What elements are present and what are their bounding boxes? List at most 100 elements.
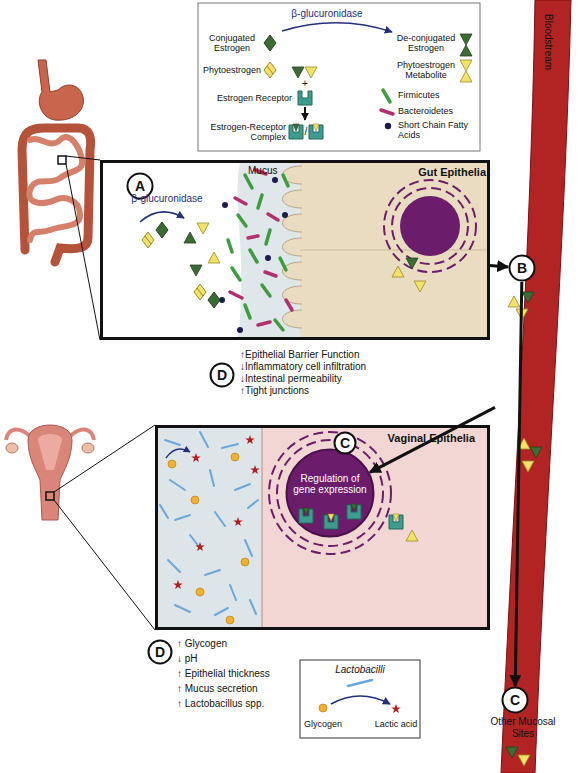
nucleus: Regulation of gene expression xyxy=(285,448,375,538)
vaginal-tissue xyxy=(196,588,204,596)
lactobacilli-key xyxy=(300,660,420,738)
estrogen-molecules xyxy=(389,514,403,529)
vaginal-tissue xyxy=(230,585,236,600)
uterus-drawing xyxy=(28,425,72,520)
vaginal-tissue xyxy=(245,435,255,444)
uterus-drawing xyxy=(54,425,155,492)
legend-box xyxy=(383,90,390,102)
uterus-drawing xyxy=(6,443,18,453)
vaginal-tissue xyxy=(173,580,183,589)
callout-letter: A xyxy=(135,178,145,194)
vaginal-tissue xyxy=(160,505,168,518)
effect-item: ↑ Epithelial thickness xyxy=(177,668,299,680)
gut-tissue xyxy=(250,250,257,262)
callout-letter: C xyxy=(510,692,520,708)
effect-item: ↓ pH xyxy=(177,653,299,665)
legend-box xyxy=(460,45,472,56)
gut-tissue xyxy=(184,232,196,243)
vaginal-tissue xyxy=(250,600,256,614)
vaginal-panel: Vaginal EpitheliaCRegulation of gene exp… xyxy=(155,425,490,630)
gut-tissue xyxy=(283,166,303,328)
lactobacilli-key xyxy=(348,680,372,686)
vaginal-tissue xyxy=(158,428,262,627)
gut-tissue xyxy=(140,212,184,222)
callout-circle: D xyxy=(209,362,235,388)
vaginal-tissue xyxy=(191,453,201,462)
uterus-drawing xyxy=(54,500,155,630)
vaginal-tissue xyxy=(195,542,205,551)
legend-text: Phytoestrogen Metabolite xyxy=(394,60,458,81)
gut-tissue xyxy=(228,240,232,252)
estrogen-molecules xyxy=(406,530,418,541)
legend-text: De-conjugated Estrogen xyxy=(394,33,458,54)
gut-tissue xyxy=(282,212,288,218)
vaginal-tissue xyxy=(269,432,391,554)
callout-circle-shape xyxy=(335,433,356,454)
gut-tissue xyxy=(228,175,288,330)
callout-letter: B xyxy=(517,260,527,276)
vaginal-tissue xyxy=(165,440,180,445)
vaginal-tissue xyxy=(250,465,260,474)
bloodstream-band-outline xyxy=(495,0,575,773)
callout-circle: C xyxy=(333,431,357,455)
gut-tissue xyxy=(384,180,476,272)
gut-tissue xyxy=(230,292,242,298)
vaginal-tissue xyxy=(191,496,199,504)
effect-item: ↑Epithelial Barrier Function xyxy=(240,349,410,361)
gut-tissue xyxy=(232,268,240,280)
callout-circle: D xyxy=(147,639,173,665)
legend-text: Bacteroidetes xyxy=(398,106,474,116)
flow-arrow xyxy=(490,266,508,267)
vaginal-tissue xyxy=(261,428,263,627)
gut-tissue xyxy=(283,175,288,186)
gut-tissue xyxy=(392,266,404,277)
gut-tissue xyxy=(265,255,271,261)
legend-text: Conjugated Estrogen xyxy=(203,33,261,54)
vaginal-tissue xyxy=(168,560,180,572)
intestine-drawing xyxy=(66,156,100,160)
enzyme-label: β-glucuronidase xyxy=(122,193,212,205)
gut-tissue xyxy=(245,175,252,188)
gut-tissue xyxy=(156,222,168,238)
vaginal-tissue xyxy=(158,428,487,627)
gut-tissue xyxy=(140,163,487,337)
vaginal-tissue xyxy=(205,570,220,575)
vaginal-tissue xyxy=(215,608,228,615)
gut-tissue xyxy=(286,300,292,310)
gut-tissue xyxy=(258,322,270,325)
legend-text: Firmicutes xyxy=(398,90,474,100)
uterus-drawing xyxy=(6,425,155,630)
vaginal-tissue xyxy=(245,540,252,556)
gut-tissue xyxy=(280,258,286,270)
bloodstream-band: Bloodstream xyxy=(495,0,575,773)
callout-circle-shape xyxy=(503,688,528,713)
callout-circle-shape xyxy=(149,641,172,664)
vaginal-tissue xyxy=(248,500,258,508)
legend-box xyxy=(292,67,304,78)
legend-box xyxy=(289,124,303,139)
gut-tissue xyxy=(258,195,262,208)
callout-circle: B xyxy=(508,254,536,282)
lactobacilli-key xyxy=(391,704,401,713)
lactobacilli-key xyxy=(300,660,420,738)
vaginal-tissue xyxy=(233,517,243,526)
legend-box xyxy=(198,3,480,151)
bloodstream-band-text: Bloodstream xyxy=(542,14,554,70)
vaginal-tissue xyxy=(175,605,190,612)
legend-box xyxy=(298,91,312,105)
gut-tissue xyxy=(265,272,276,276)
callout-letter: D xyxy=(155,644,165,660)
legend-text: Glycogen xyxy=(300,719,346,729)
legend-box xyxy=(460,34,472,45)
gut-tissue xyxy=(414,281,426,292)
site-label: Other Mucosal Sites xyxy=(490,716,556,739)
gut-tissue xyxy=(235,198,246,204)
gut-tissue xyxy=(275,320,283,330)
nucleus-text: Regulation of gene expression xyxy=(293,473,367,496)
enzyme-label: β-glucuronidase xyxy=(272,8,382,20)
intestine-drawing xyxy=(22,60,100,340)
vaginal-tissue xyxy=(210,470,214,486)
mucus-label: Mucus xyxy=(248,165,288,177)
gut-tissue xyxy=(208,292,220,308)
legend-box xyxy=(381,110,393,114)
